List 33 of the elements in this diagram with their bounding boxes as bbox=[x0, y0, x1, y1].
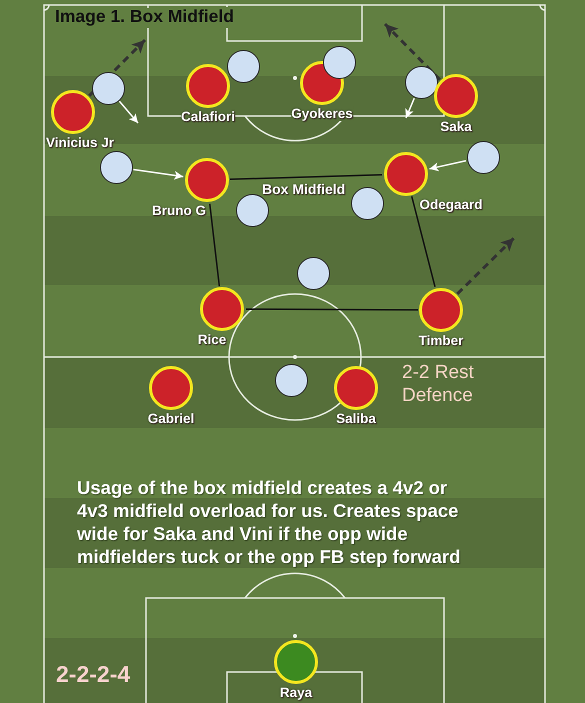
opponent-token bbox=[100, 150, 132, 184]
player-name: Calafiori bbox=[181, 109, 235, 124]
dashed-arrow bbox=[456, 236, 516, 295]
player-name: Odegaard bbox=[419, 197, 483, 212]
note-text: 2-2 Rest Defence bbox=[402, 361, 475, 407]
description-text: Usage of the box midfield creates a 4v2 or 4v3 midfield overload for us. Creates space wide for Saka and Vini if the opp wide midfielders tuck or the opp FB step forward bbox=[77, 476, 462, 568]
opponent-token bbox=[350, 186, 384, 220]
title: Image 1. Box Midfield bbox=[55, 6, 234, 26]
arrow bbox=[405, 98, 415, 118]
opponent-token bbox=[236, 194, 268, 226]
arrow bbox=[118, 100, 139, 124]
player-name: Saliba bbox=[336, 411, 376, 426]
dashed-arrow bbox=[384, 22, 441, 81]
arrow bbox=[133, 168, 184, 180]
player-name: Raya bbox=[280, 685, 312, 700]
annotation-text: Box Midfield bbox=[262, 181, 346, 197]
player-name: Timber bbox=[418, 333, 464, 348]
player-name: Gyokeres bbox=[291, 106, 353, 121]
player-name: Bruno G bbox=[152, 203, 206, 218]
opponent-token bbox=[322, 46, 356, 78]
formation-label: 2-2-2-4 bbox=[56, 661, 130, 688]
connector-line bbox=[411, 196, 436, 287]
connector-line bbox=[209, 204, 220, 286]
connector-line bbox=[230, 174, 382, 180]
opponent-token bbox=[226, 50, 260, 82]
player-name: Vinicius Jr bbox=[46, 135, 114, 150]
player-name: Gabriel bbox=[148, 411, 194, 426]
player-name: Rice bbox=[198, 332, 226, 347]
player-name: Saka bbox=[440, 119, 472, 134]
opponent-token bbox=[466, 140, 500, 174]
opponent-token bbox=[404, 66, 438, 98]
connector-line bbox=[246, 308, 418, 311]
arrow bbox=[429, 160, 466, 172]
